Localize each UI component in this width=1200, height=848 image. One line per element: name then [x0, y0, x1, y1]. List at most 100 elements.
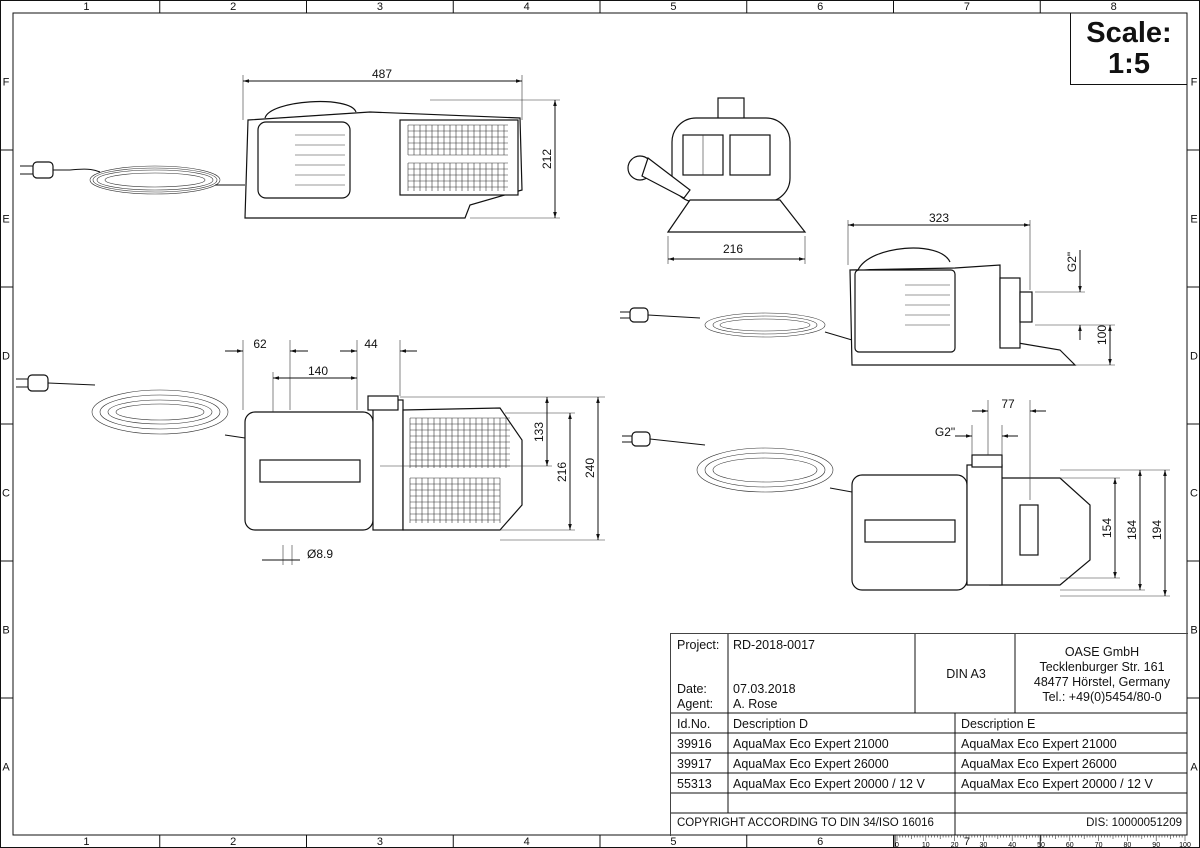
- project-label: Project:: [677, 638, 720, 652]
- ruler-tick-label: 100: [1179, 842, 1191, 848]
- ruler-tick-label: 40: [1008, 842, 1016, 848]
- row-label: B: [1190, 625, 1197, 637]
- row-label: E: [2, 214, 9, 226]
- row-label: F: [3, 77, 10, 89]
- cable-coil: [91, 389, 246, 439]
- ruler-tick-label: 80: [1124, 842, 1132, 848]
- column-label: 1: [83, 836, 89, 848]
- project-value: RD-2018-0017: [733, 638, 815, 652]
- column-label: 3: [377, 1, 383, 13]
- dim-62: 62: [253, 337, 267, 351]
- ruler-tick-label: 60: [1066, 842, 1074, 848]
- row-label: A: [1190, 762, 1198, 774]
- power-plug-icon: [622, 431, 706, 447]
- cable-coil: [696, 447, 853, 493]
- row-label: C: [2, 488, 10, 500]
- date-value: 07.03.2018: [733, 682, 796, 696]
- dim-240: 240: [583, 458, 597, 478]
- column-label: 8: [1111, 1, 1117, 13]
- ruler-tick-label: 70: [1095, 842, 1103, 848]
- title-block: Project: RD-2018-0017 Date: 07.03.2018 A…: [670, 633, 1188, 836]
- company-city: 48477 Hörstel, Germany: [1033, 675, 1171, 689]
- ruler-tick-label: 0: [895, 842, 899, 848]
- power-plug-icon: [16, 374, 96, 392]
- column-label: 7: [964, 836, 970, 848]
- right-side-view: 323 G2" 100: [620, 211, 1115, 366]
- item-id: 55313: [677, 777, 712, 791]
- copyright-notice: COPYRIGHT ACCORDING TO DIN 34/ISO 16016: [677, 817, 934, 829]
- item-desc-e: AquaMax Eco Expert 20000 / 12 V: [961, 777, 1153, 791]
- ruler-tick-label: 90: [1152, 842, 1160, 848]
- side-view: 487 212: [20, 67, 560, 219]
- dim-133: 133: [532, 422, 546, 442]
- scale-box: Scale: 1:5: [1070, 13, 1187, 85]
- scale-value: 1:5: [1108, 48, 1150, 80]
- cable-coil: [69, 165, 245, 195]
- row-label: B: [2, 625, 9, 637]
- header-id: Id.No.: [677, 717, 711, 731]
- dim-g2-top: G2": [935, 425, 955, 439]
- ruler-tick-label: 10: [922, 842, 930, 848]
- column-label: 5: [670, 1, 676, 13]
- item-desc-d: AquaMax Eco Expert 26000: [733, 757, 889, 771]
- title-block-lines: [670, 633, 1187, 835]
- dim-194: 194: [1150, 520, 1164, 540]
- item-desc-d: AquaMax Eco Expert 21000: [733, 737, 889, 751]
- item-desc-e: AquaMax Eco Expert 26000: [961, 757, 1117, 771]
- front-view: 216: [627, 97, 807, 264]
- column-label: 1: [83, 1, 89, 13]
- item-id: 39917: [677, 757, 712, 771]
- dim-140: 140: [308, 364, 328, 378]
- company-phone: Tel.: +49(0)5454/80-0: [1042, 690, 1162, 704]
- dim-44: 44: [364, 337, 378, 351]
- company-address: OASE GmbH Tecklenburger Str. 161 48477 H…: [1016, 645, 1188, 705]
- header-desc-d: Description D: [733, 717, 809, 731]
- company-street: Tecklenburger Str. 161: [1039, 660, 1165, 674]
- dim-g2-side: G2": [1065, 252, 1079, 272]
- dim-hole-diameter: Ø8.9: [307, 547, 333, 561]
- dim-216-top: 216: [555, 462, 569, 482]
- ruler-tick-label: 20: [951, 842, 959, 848]
- scale-label: Scale:: [1086, 17, 1172, 49]
- agent-value: A. Rose: [733, 697, 778, 711]
- dim-100: 100: [1095, 325, 1109, 345]
- column-label: 2: [230, 1, 236, 13]
- row-label: A: [2, 762, 10, 774]
- power-plug-icon: [20, 161, 70, 179]
- dim-487: 487: [372, 67, 392, 81]
- company-name: OASE GmbH: [1064, 645, 1140, 659]
- column-label: 6: [817, 836, 823, 848]
- row-label: D: [1190, 351, 1198, 363]
- ruler-tick-label: 50: [1037, 842, 1045, 848]
- dim-323: 323: [929, 211, 949, 225]
- scale-ruler: 0 10 20 30 40 50 60 70 80 90 100: [894, 834, 1191, 848]
- row-label: C: [1190, 488, 1198, 500]
- item-desc-d: AquaMax Eco Expert 20000 / 12 V: [733, 777, 925, 791]
- ruler-tick-label: 30: [980, 842, 988, 848]
- column-label: 4: [524, 1, 530, 13]
- column-label: 3: [377, 836, 383, 848]
- dis-number: DIS: 10000051209: [1086, 817, 1182, 829]
- item-desc-e: AquaMax Eco Expert 21000: [961, 737, 1117, 751]
- row-label: D: [2, 351, 10, 363]
- dim-212: 212: [540, 149, 554, 169]
- dim-216-front: 216: [723, 242, 743, 256]
- column-label: 6: [817, 1, 823, 13]
- dim-154: 154: [1100, 518, 1114, 538]
- top-view: 62 44 140 133 216 240 Ø8.9: [16, 337, 605, 565]
- dim-77: 77: [1001, 397, 1015, 411]
- top-view-compact: G2" 77 154 184 194: [622, 397, 1170, 597]
- cable-coil: [647, 312, 853, 341]
- power-plug-icon: [620, 307, 649, 323]
- column-label: 5: [670, 836, 676, 848]
- row-label: F: [1191, 77, 1198, 89]
- date-label: Date:: [677, 682, 707, 696]
- column-label: 4: [524, 836, 530, 848]
- item-id: 39916: [677, 737, 712, 751]
- column-label: 2: [230, 836, 236, 848]
- dim-184: 184: [1125, 520, 1139, 540]
- agent-label: Agent:: [677, 697, 714, 711]
- row-label: E: [1190, 214, 1197, 226]
- column-label: 7: [964, 1, 970, 13]
